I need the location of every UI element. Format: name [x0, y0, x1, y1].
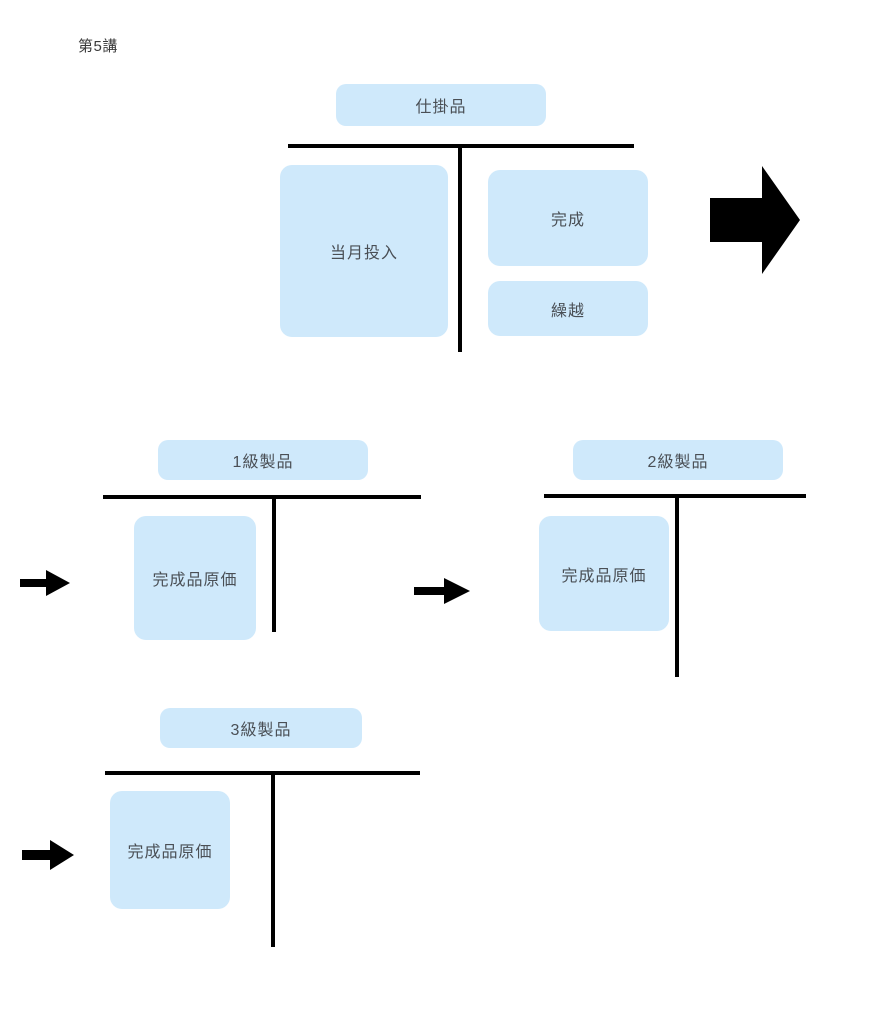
page-title: 第5講 — [78, 38, 118, 55]
t-account-vertical-rule-grade-2 — [675, 497, 679, 677]
account-header-wip: 仕掛品 — [336, 84, 546, 126]
t-account-horizontal-rule-grade-3 — [105, 771, 420, 775]
account-header-grade-2: 2級製品 — [573, 440, 783, 480]
arrow-to-grade-2-icon — [414, 578, 470, 604]
t-account-horizontal-rule-wip — [288, 144, 634, 148]
entry-grade-3-debit-finished-goods-cost: 完成品原価 — [110, 791, 230, 909]
entry-wip-credit-completed: 完成 — [488, 170, 648, 266]
account-header-grade-3: 3級製品 — [160, 708, 362, 748]
t-account-horizontal-rule-grade-2 — [544, 494, 806, 498]
t-account-horizontal-rule-grade-1 — [103, 495, 421, 499]
entry-wip-credit-carried-over: 繰越 — [488, 281, 648, 336]
arrow-to-grade-1-icon — [20, 570, 70, 596]
t-account-vertical-rule-grade-1 — [272, 498, 276, 632]
account-header-grade-1: 1級製品 — [158, 440, 368, 480]
entry-grade-1-debit-finished-goods-cost: 完成品原価 — [134, 516, 256, 640]
t-account-vertical-rule-wip — [458, 147, 462, 352]
entry-grade-2-debit-finished-goods-cost: 完成品原価 — [539, 516, 669, 631]
t-account-vertical-rule-grade-3 — [271, 774, 275, 947]
arrow-from-wip-icon — [710, 166, 800, 274]
arrow-to-grade-3-icon — [22, 840, 74, 870]
entry-wip-debit-current-month-input: 当月投入 — [280, 165, 448, 337]
